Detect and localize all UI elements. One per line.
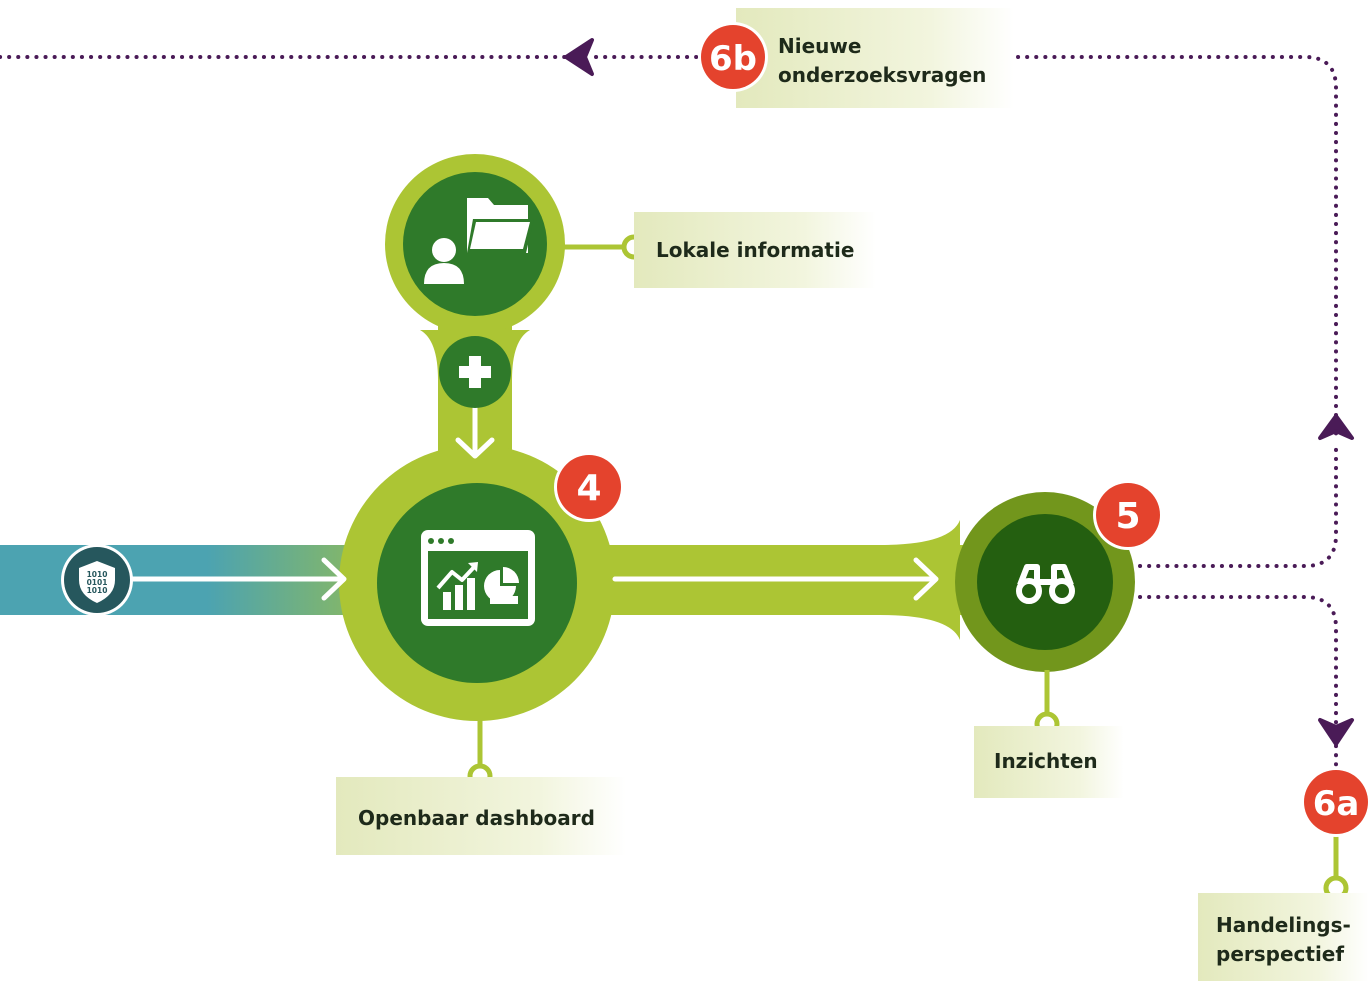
- binoculars-icon: [1016, 564, 1075, 604]
- svg-text:Nieuwe: Nieuwe: [778, 34, 861, 58]
- insights-node: [955, 492, 1135, 672]
- shield-bits-1: 1010: [87, 570, 108, 579]
- dotted-path-upper: [1138, 440, 1338, 568]
- label-handelingsperspectief: Handelings- perspectief: [1198, 893, 1369, 981]
- dashboard-node: [377, 483, 577, 683]
- step-badge-5: 5: [1093, 480, 1163, 550]
- svg-text:Handelings-: Handelings-: [1216, 913, 1351, 937]
- svg-text:perspectief: perspectief: [1216, 942, 1344, 966]
- feedback-paths: [0, 55, 1338, 770]
- plus-node: [439, 336, 511, 408]
- data-shield-node: 1010 0101 1010: [61, 544, 133, 616]
- shield-icon: [79, 561, 115, 603]
- label-openbaar-dashboard: Openbaar dashboard: [336, 777, 626, 855]
- flow-arrows: [129, 401, 939, 601]
- label-inzichten: Inzichten: [974, 726, 1124, 798]
- dotted-path-lower: [1138, 595, 1338, 726]
- arrow-dashboard-to-insights-icon: [612, 557, 939, 601]
- label-lokale-informatie: Lokale informatie: [634, 212, 876, 288]
- svg-text:Inzichten: Inzichten: [994, 749, 1098, 773]
- label-nieuwe-onderzoeksvragen: Nieuwe onderzoeksvragen: [736, 8, 1014, 108]
- arrow-down-plus-icon: [455, 401, 495, 459]
- plus-icon: [459, 356, 491, 388]
- arrow-down-icon: [1318, 718, 1354, 746]
- dashboard-icon: [421, 530, 535, 626]
- svg-text:5: 5: [1115, 496, 1140, 537]
- svg-text:Openbaar dashboard: Openbaar dashboard: [358, 806, 595, 830]
- shield-bits-3: 1010: [87, 586, 108, 595]
- step-badge-6b: 6b: [698, 22, 768, 92]
- step-badge-4: 4: [554, 452, 624, 522]
- svg-text:4: 4: [576, 468, 601, 509]
- arrow-input-icon: [129, 557, 347, 601]
- step-badge-6a: 6a: [1301, 767, 1369, 837]
- svg-text:onderzoeksvragen: onderzoeksvragen: [778, 63, 986, 87]
- dotted-path-6b-right: [1016, 55, 1338, 440]
- user-folder-icon: [424, 198, 534, 284]
- arrow-up-icon: [1318, 414, 1354, 440]
- arrow-left-icon: [564, 38, 594, 76]
- svg-text:6b: 6b: [709, 39, 757, 79]
- svg-text:6a: 6a: [1313, 784, 1360, 824]
- svg-text:Lokale informatie: Lokale informatie: [656, 238, 854, 262]
- local-info-node: [403, 172, 547, 316]
- shield-bits-2: 0101: [87, 578, 108, 587]
